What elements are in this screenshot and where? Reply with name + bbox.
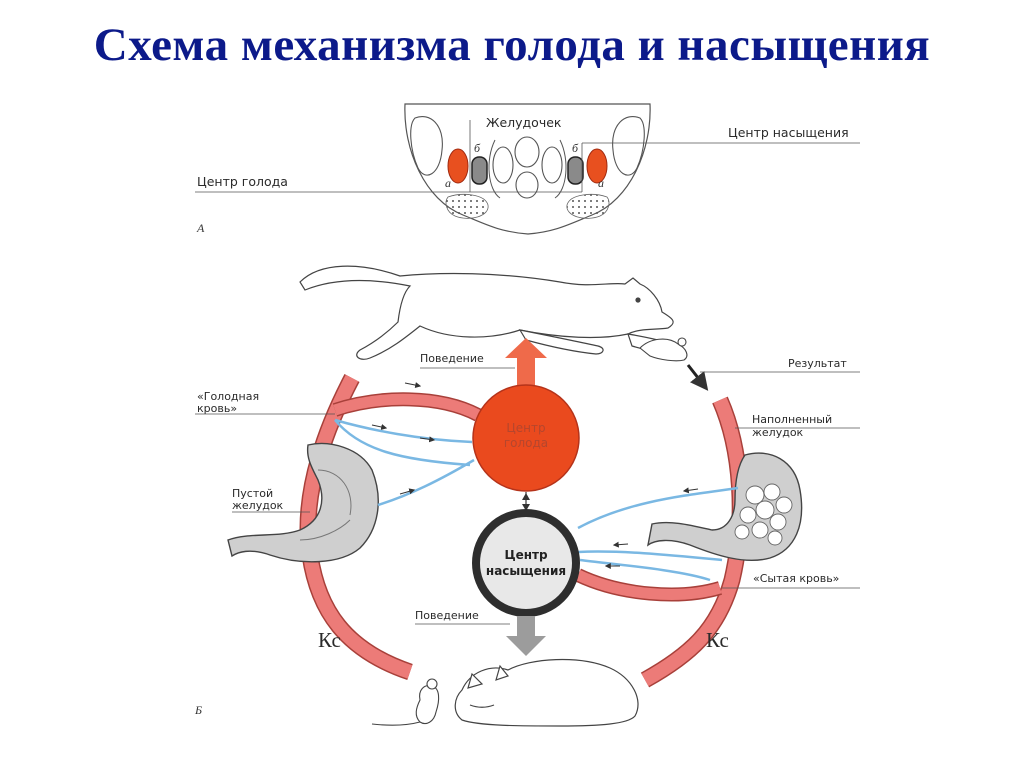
label-fed-blood: «Сытая кровь» [753, 572, 839, 585]
hunger-nucleus-right [586, 148, 608, 184]
satiety-center-label-2: насыщения [486, 564, 566, 578]
behavior-up-arrow [505, 338, 547, 388]
label-satiety-center-a: Центр насыщения [728, 125, 849, 140]
sleeping-cat-illustration [454, 658, 639, 727]
page-title: Схема механизма голода и насыщения [93, 19, 931, 71]
label-empty-stomach-2: желудок [232, 499, 284, 512]
label-behavior-bottom: Поведение [415, 609, 479, 622]
mark-a-right: а [598, 176, 604, 190]
result-arrow [686, 364, 709, 391]
satiety-center-label-1: Центр [504, 548, 548, 562]
label-hunger-center-a: Центр голода [197, 174, 288, 189]
mark-b-left: б [474, 141, 481, 155]
leaping-cat-illustration [299, 265, 681, 360]
behavior-down-arrow [506, 616, 546, 656]
label-full-stomach-1: Наполненный [752, 413, 832, 426]
hunger-nucleus-left [447, 148, 469, 184]
mark-b-right: б [572, 141, 579, 155]
label-ks-right: Кс [706, 628, 729, 652]
satiety-nucleus-right [567, 156, 584, 185]
label-ks-left: Кс [318, 628, 341, 652]
label-full-stomach-2: желудок [752, 426, 804, 439]
hunger-center-label-2: голода [504, 436, 548, 450]
satiety-nucleus-left [471, 156, 488, 185]
hunger-center-label-1: Центр [506, 421, 545, 435]
mouse-sitting-illustration [371, 678, 440, 726]
label-ventricle: Желудочек [486, 115, 562, 130]
satiety-center-circle [472, 509, 580, 617]
label-empty-stomach-1: Пустой [232, 487, 273, 500]
label-behavior-top: Поведение [420, 352, 484, 365]
full-stomach-illustration [646, 452, 803, 561]
label-hungry-blood-1: «Голодная [197, 390, 259, 403]
nerve-arrows [371, 382, 699, 569]
panel-letter-b: Б [194, 703, 202, 717]
nerve-signals [334, 418, 739, 582]
label-hungry-blood-2: кровь» [197, 402, 237, 415]
mark-a-left: а [445, 176, 451, 190]
panel-letter-a: А [196, 221, 205, 235]
brain-section [195, 103, 860, 235]
hunger-center-circle [472, 384, 580, 492]
fed-blood-vessel [574, 396, 749, 688]
empty-stomach-illustration [227, 442, 379, 563]
label-result: Результат [788, 357, 847, 370]
mouse-top-illustration [639, 337, 688, 362]
